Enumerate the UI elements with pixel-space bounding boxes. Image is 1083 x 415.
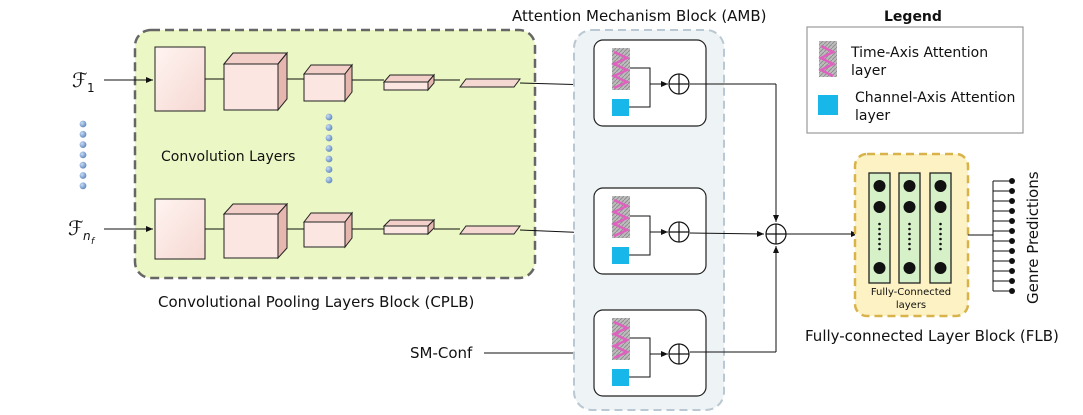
conv-block-5: [459, 78, 521, 88]
circle-plus-icon: [668, 73, 690, 95]
attention-unit: [593, 309, 707, 397]
ellipsis-dot: [325, 166, 333, 173]
conv-block-4: [382, 218, 436, 236]
circle-plus-icon: [765, 223, 787, 245]
legend-title: Legend: [884, 9, 942, 25]
ellipsis-dot: [79, 172, 87, 179]
input-fn-symbol: ℱ: [68, 216, 84, 240]
neuron: [903, 180, 916, 192]
output-node: [1009, 178, 1015, 184]
output-node: [1009, 238, 1015, 244]
legend: Legend Time-Axis Attention layer Channel…: [806, 9, 1024, 134]
cplb-block: Convolution Layers Convolutional Pooling…: [133, 28, 537, 311]
conv-block-3: [302, 63, 354, 103]
output-node: [1009, 278, 1015, 284]
legend-channel-axis-line1: Channel-Axis Attention: [855, 90, 1015, 106]
ellipsis-dot: [325, 176, 333, 184]
input-fn-subsubscript: f: [91, 237, 96, 247]
neuron: [903, 201, 916, 213]
conv-block-1: [154, 46, 206, 112]
flb-inner-label-line2: layers: [896, 300, 926, 311]
ellipsis-dot: [325, 134, 333, 142]
amb-title: Attention Mechanism Block (AMB): [512, 7, 767, 25]
channel-axis-attention-layer: [612, 369, 629, 386]
neuron: [934, 180, 947, 192]
neuron: [934, 262, 947, 274]
input-f1-symbol: ℱ: [72, 68, 88, 92]
ellipsis-dot: [79, 130, 87, 138]
circle-plus-icon: [668, 343, 690, 365]
flb-caption: Fully-connected Layer Block (FLB): [805, 327, 1059, 345]
legend-box: [806, 26, 1024, 134]
ellipsis-dot: [325, 124, 333, 131]
input-fn-subscript: n: [83, 229, 91, 243]
flb-block: Fully-Connected layers Fully-connected L…: [805, 152, 1059, 345]
dotted-ellipsis-icon: [79, 120, 87, 190]
output-node: [1009, 208, 1015, 214]
circle-plus-icon: [668, 221, 690, 243]
cplb-caption: Convolutional Pooling Layers Block (CPLB…: [158, 293, 474, 311]
conv-block-5: [459, 225, 521, 235]
flb-inner-label-line1: Fully-Connected: [871, 287, 951, 298]
attention-unit: [593, 187, 707, 275]
ellipsis-dot: [79, 151, 87, 159]
ellipsis-dot: [79, 120, 87, 128]
neuron: [873, 201, 886, 213]
neuron: [873, 180, 886, 192]
fc-layer-column: [929, 172, 952, 284]
conv-block-3: [302, 211, 354, 249]
ellipsis-dot: [79, 141, 87, 149]
output-predictions: Genre Predictions: [968, 171, 1042, 304]
time-axis-attention-layer: [611, 196, 630, 238]
conv-layer-row-bottom: [154, 198, 521, 260]
fc-layer-column: [898, 172, 921, 284]
input-f1-subscript: 1: [87, 81, 95, 95]
ellipsis-dot: [325, 113, 333, 121]
legend-time-axis-swatch: [818, 41, 837, 78]
input-sm-conf: SM-Conf: [410, 344, 592, 362]
ellipsis-dot: [79, 161, 87, 169]
ellipsis-dot: [325, 155, 333, 163]
input-fn: ℱ n f: [68, 216, 153, 247]
attention-unit: [593, 39, 707, 127]
conv-block-4: [382, 73, 436, 92]
ellipsis-dot: [79, 182, 87, 190]
legend-channel-axis-line2: layer: [855, 108, 890, 124]
conv-block-2: [222, 202, 289, 260]
output-node: [1009, 198, 1015, 204]
neuron: [873, 262, 886, 274]
legend-channel-axis-swatch: [818, 95, 838, 115]
neuron: [934, 201, 947, 213]
input-f1: ℱ 1: [72, 68, 153, 95]
output-node: [1009, 188, 1015, 194]
output-node: [1009, 268, 1015, 274]
dotted-ellipsis-icon: [325, 113, 333, 184]
amb-block: Attention Mechanism Block (AMB): [512, 7, 767, 411]
legend-time-axis-line1: Time-Axis Attention: [850, 45, 988, 61]
time-axis-attention-layer: [611, 318, 630, 360]
output-node: [1009, 248, 1015, 254]
output-node: [1009, 228, 1015, 234]
amb-merge: [689, 83, 858, 353]
ellipsis-dot: [325, 145, 333, 152]
neuron: [903, 262, 916, 274]
channel-axis-attention-layer: [612, 99, 629, 116]
conv-block-2: [222, 51, 289, 112]
output-node: [1009, 258, 1015, 264]
output-node: [1009, 288, 1015, 294]
time-axis-attention-layer: [611, 48, 630, 90]
genre-predictions-label: Genre Predictions: [1024, 171, 1042, 304]
sm-conf-label: SM-Conf: [410, 344, 473, 362]
conv-block-1: [154, 198, 206, 260]
fc-layer-column: [868, 172, 891, 284]
channel-axis-attention-layer: [612, 247, 629, 264]
conv-layer-row-top: [154, 46, 521, 112]
output-node: [1009, 218, 1015, 224]
cplb-inner-label: Convolution Layers: [161, 149, 295, 165]
legend-time-axis-line2: layer: [851, 63, 886, 79]
